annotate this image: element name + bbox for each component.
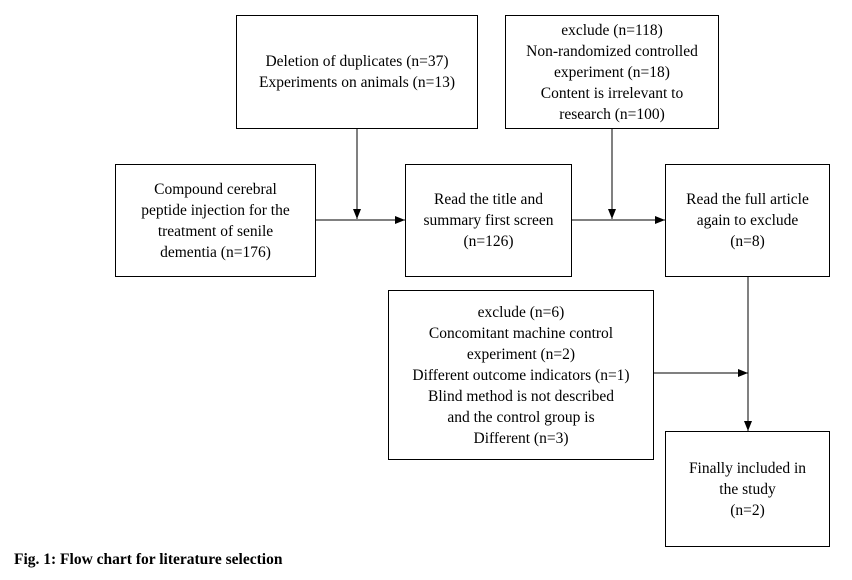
exclude-first-box: exclude (n=118) Non-randomized controlle… xyxy=(505,15,719,129)
final-box: Finally included in the study (n=2) xyxy=(665,431,830,547)
duplicates-box: Deletion of duplicates (n=37) Experiment… xyxy=(236,15,478,129)
compound-box: Compound cerebral peptide injection for … xyxy=(115,164,316,277)
full-article-box: Read the full article again to exclude (… xyxy=(665,164,830,277)
figure-caption: Fig. 1: Flow chart for literature select… xyxy=(14,551,283,568)
exclude-second-box: exclude (n=6) Concomitant machine contro… xyxy=(388,290,654,460)
title-screen-box: Read the title and summary first screen … xyxy=(405,164,572,277)
